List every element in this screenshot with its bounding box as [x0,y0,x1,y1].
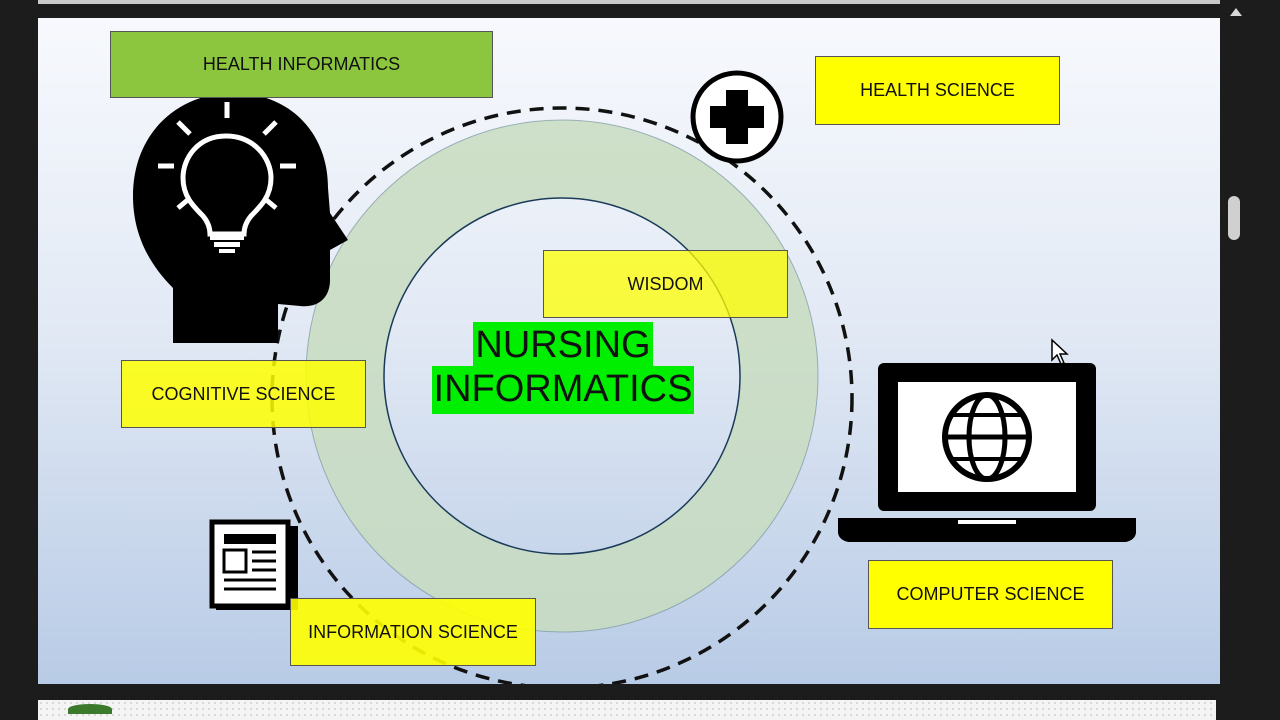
scroll-up-arrow-icon[interactable] [1230,8,1242,16]
diagram-graphics [133,70,1136,684]
newspaper-icon [209,519,298,610]
medical-cross-icon [690,70,784,164]
next-slide-preview[interactable] [38,700,1216,720]
cognitive-science-label: COGNITIVE SCIENCE [121,360,366,428]
laptop-globe-icon [838,363,1136,542]
slide-canvas: HEALTH INFORMATICS HEALTH SCIENCE WISDOM… [38,18,1220,684]
cursor-icon [1051,338,1069,365]
health-science-label: HEALTH SCIENCE [815,56,1060,125]
window-top-edge [38,0,1220,4]
inner-ring [383,197,741,555]
vertical-scrollbar[interactable] [1224,0,1248,720]
title-line-1: NURSING [473,322,653,370]
next-slide-thumbnail-mark [68,704,112,714]
title-line-2: INFORMATICS [431,366,695,414]
nursing-informatics-title: NURSING INFORMATICS [428,322,698,414]
computer-science-label: COMPUTER SCIENCE [868,560,1113,629]
wisdom-label: WISDOM [543,250,788,318]
scroll-thumb[interactable] [1228,196,1240,240]
head-lightbulb-icon [133,93,348,343]
health-informatics-label: HEALTH INFORMATICS [110,31,493,98]
information-science-label: INFORMATION SCIENCE [290,598,536,666]
